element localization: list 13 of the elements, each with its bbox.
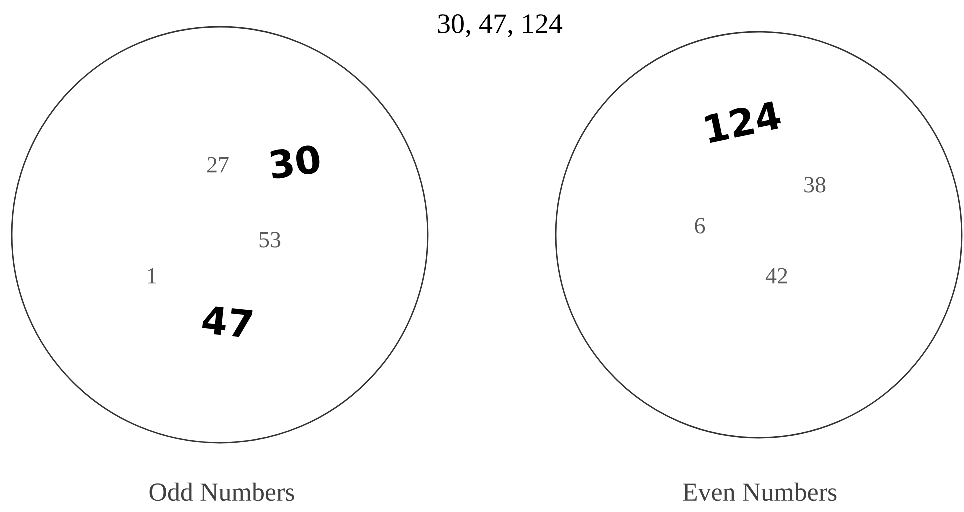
title: 30, 47, 124 xyxy=(438,14,563,38)
handwritten-number: 30 xyxy=(270,146,320,179)
number-label: 42 xyxy=(766,268,788,284)
set-label: Odd Numbers xyxy=(150,482,294,502)
number-label: 6 xyxy=(695,218,706,234)
handwritten-number: 47 xyxy=(202,306,253,338)
set-circle xyxy=(11,26,429,502)
number-label: 27 xyxy=(208,157,229,173)
set-label: Even Numbers xyxy=(683,482,837,502)
number-label: 38 xyxy=(804,177,826,193)
handwritten-number: 124 xyxy=(704,102,781,144)
number-label: 53 xyxy=(260,232,281,248)
number-label: 1 xyxy=(148,268,156,284)
